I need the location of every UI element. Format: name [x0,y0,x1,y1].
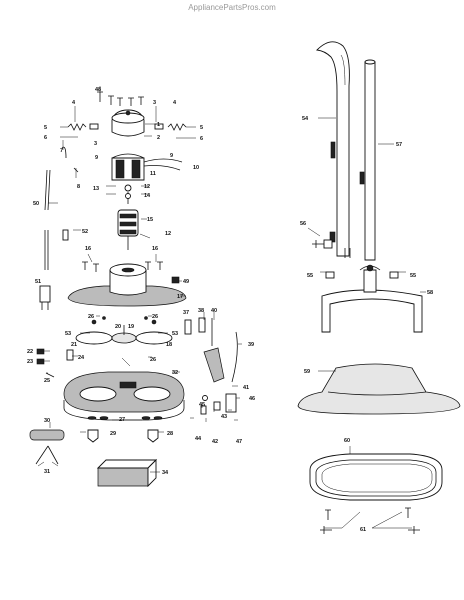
handle-nuts [325,248,399,279]
bumper-screws [320,507,420,534]
callout-3: 3 [94,141,97,147]
callout-60: 60 [344,438,350,444]
gear-base-plate [63,371,185,421]
callout-15: 15 [147,217,153,223]
callout-38: 38 [198,308,204,314]
handle-screw [312,239,333,249]
handle-bracket-parts [184,317,238,415]
callout-61: 61 [360,527,366,533]
callout-43: 43 [221,414,227,420]
callout-34: 34 [162,470,169,476]
callout-26: 26 [88,314,94,320]
callout-26: 26 [150,357,156,363]
callout-12: 12 [165,231,171,237]
callout-18: 18 [166,342,172,348]
callout-23: 23 [27,359,33,365]
leader-lines-right [307,117,426,529]
callout-41: 41 [243,385,249,391]
callout-9: 9 [170,153,173,159]
power-cord [39,146,79,310]
callout-24: 24 [78,355,85,361]
callout-6: 6 [44,135,47,141]
drive-gears [75,316,173,345]
callout-55: 55 [307,273,313,279]
callout-8: 8 [77,184,80,190]
callout-3: 3 [153,100,156,106]
callout-22: 22 [27,349,33,355]
small-clips [36,348,131,378]
callout-45: 45 [199,402,205,408]
handle-yoke [321,264,423,333]
callout-56: 56 [300,221,306,227]
caster-caps [87,429,159,443]
cord-clip [62,229,69,241]
brush-springs [60,123,196,139]
callout-13: 13 [93,186,99,192]
callout-21: 21 [71,342,77,348]
callout-20: 20 [115,324,121,330]
callout-9: 9 [95,155,98,161]
motor-field-stator [111,153,183,181]
callout-57: 57 [396,142,402,148]
machine-hood [297,363,461,415]
callout-40: 40 [211,308,217,314]
callout-55: 55 [410,273,416,279]
gear-housing [67,263,187,307]
callout-44: 44 [195,436,202,442]
callout-11: 11 [150,171,156,177]
top-screws [97,91,144,106]
motor-armature [117,184,139,250]
callout-46: 46 [249,396,255,402]
callout-5: 5 [200,125,203,131]
bumper-ring [309,453,443,501]
callout-42: 42 [212,439,218,445]
callout-32: 32 [172,370,178,376]
callout-6: 6 [200,136,203,142]
callout-2: 2 [157,135,160,141]
watermark-text: AppliancePartsPros.com [188,3,276,12]
callout-26: 26 [152,314,158,320]
motor-top-cover [111,109,145,137]
callout-49: 49 [183,279,189,285]
callout-31: 31 [44,469,50,475]
callout-54: 54 [302,116,309,122]
callout-7: 7 [60,148,63,154]
callout-30: 30 [44,418,50,424]
callout-5: 5 [44,125,47,131]
callout-4: 4 [72,100,76,106]
callout-53: 53 [172,331,178,337]
callout-59: 59 [304,369,310,375]
callout-37: 37 [183,310,189,316]
callout-17: 17 [177,294,183,300]
callout-50: 50 [33,201,39,207]
lower-handle-tube [359,59,376,261]
callout-51: 51 [35,279,41,285]
callout-1: 1 [157,122,160,128]
callout-29: 29 [110,431,116,437]
callout-53: 53 [65,331,71,337]
callout-52: 52 [82,229,88,235]
callout-16: 16 [152,246,158,252]
callout-19: 19 [128,324,134,330]
callout-25: 25 [44,378,50,384]
housing-screws [82,261,180,284]
callout-10: 10 [193,165,199,171]
callout-47: 47 [236,439,242,445]
callout-48: 48 [95,87,101,93]
callout-39: 39 [248,342,254,348]
callout-28: 28 [167,431,173,437]
upper-handle-curved [316,41,350,257]
leader-lines-left [37,86,242,473]
callout-16: 16 [85,246,91,252]
callout-labels: 48 4 3 4 5 6 1 2 5 6 3 7 9 9 10 11 8 13 … [27,87,433,533]
callout-4: 4 [173,100,177,106]
filter-pad [96,458,158,488]
switch-assembly [29,429,65,465]
callout-58: 58 [427,290,433,296]
bottom-washers [87,416,163,420]
callout-14: 14 [144,193,151,199]
callout-27: 27 [119,417,125,423]
callout-12: 12 [144,184,150,190]
